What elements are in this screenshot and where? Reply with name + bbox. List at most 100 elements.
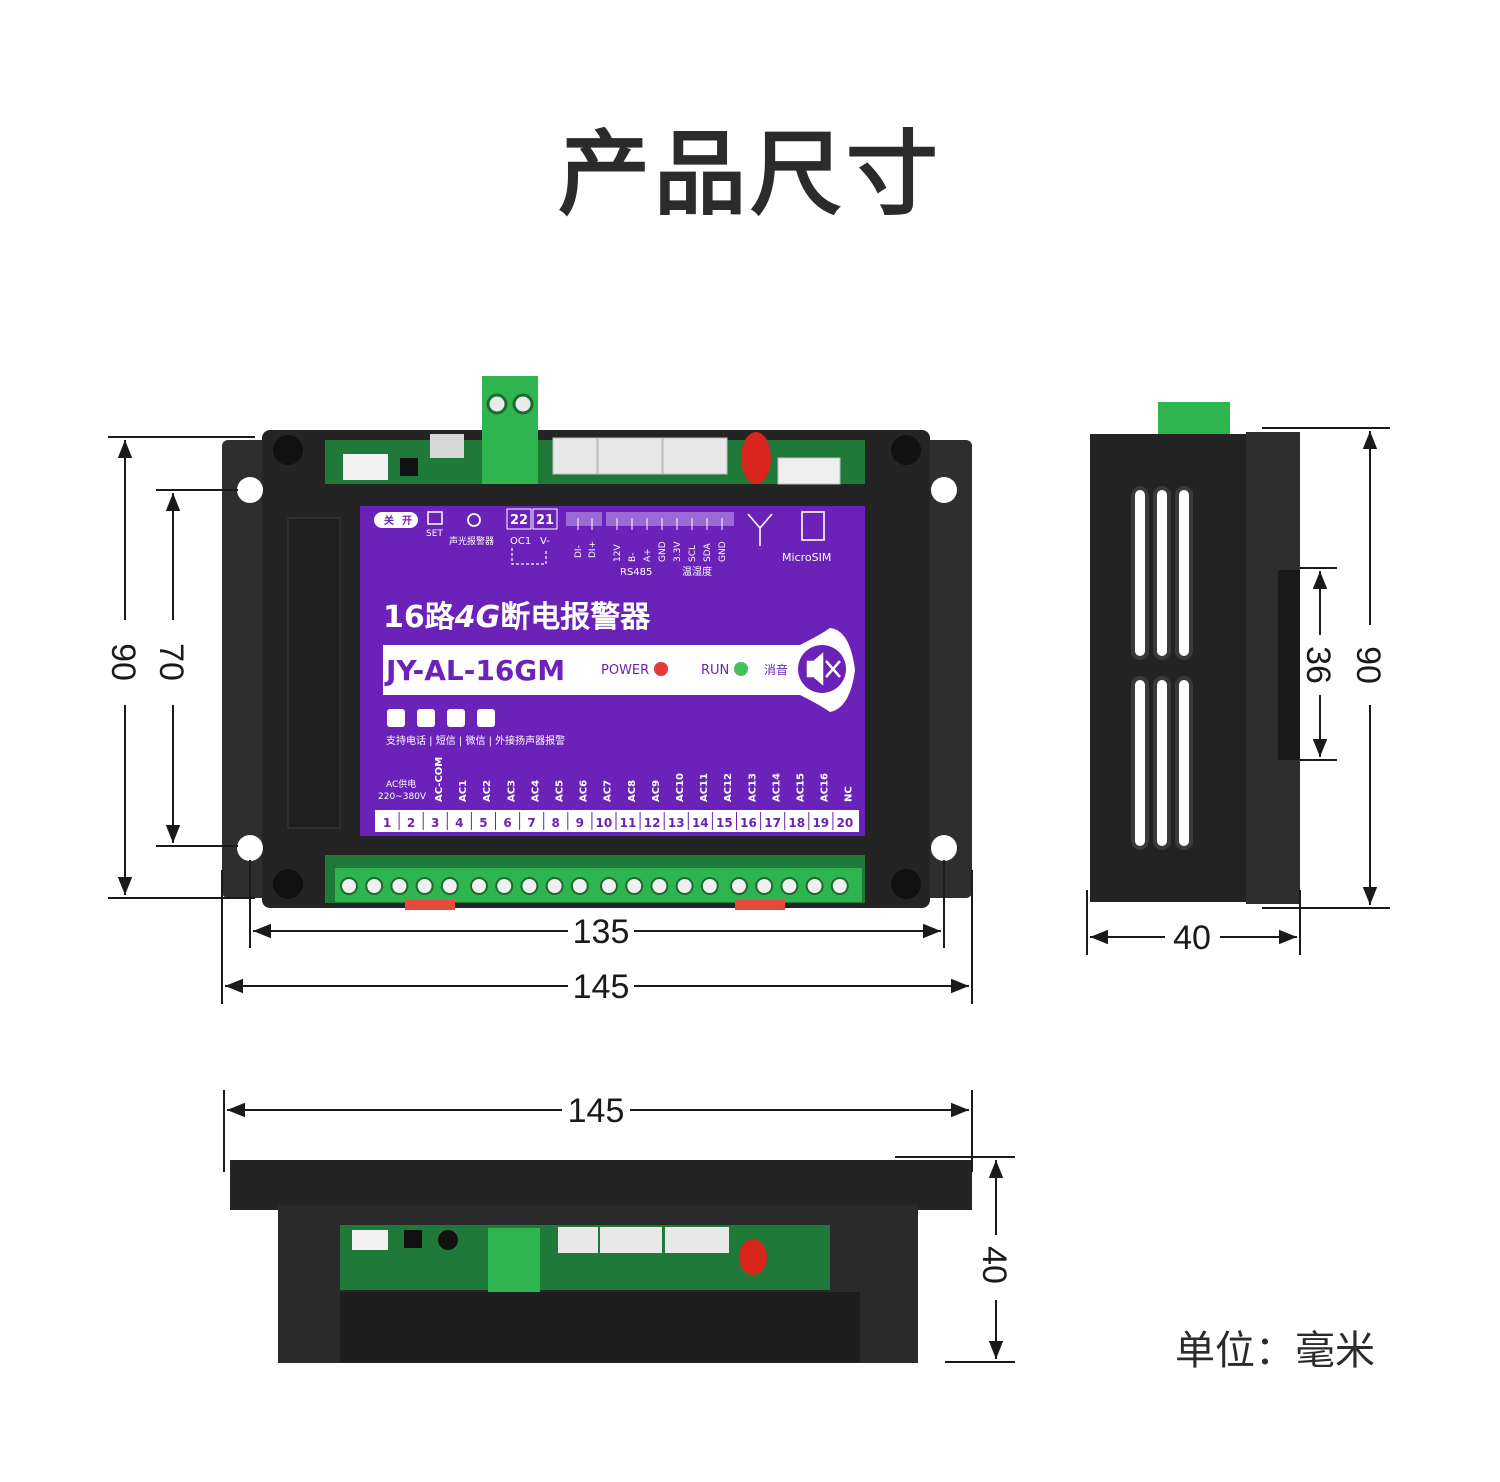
switch-off-label: 关 <box>384 514 394 527</box>
mute-icon <box>806 652 841 686</box>
dimension-values: 90 70 135 145 90 36 40 145 40 <box>104 643 1387 1284</box>
terminal-number: 10 <box>596 816 613 830</box>
terminal-label: AC9 <box>651 780 662 802</box>
terminal-screw <box>545 877 564 895</box>
bottom-antenna-led <box>739 1239 767 1275</box>
sim-label: MicroSIM <box>782 551 831 564</box>
io-pin-label: GND <box>718 541 728 562</box>
top-terminal-block <box>482 376 538 484</box>
terminal-label: AC6 <box>579 780 590 802</box>
terminal-label: AC1 <box>458 780 469 802</box>
terminal-number: 16 <box>740 816 757 830</box>
model-number: JY-AL-16GM <box>384 654 565 687</box>
terminal-screw <box>365 877 384 895</box>
terminal-label: AC16 <box>820 773 831 802</box>
dim-bottom-depth: 40 <box>975 1246 1013 1284</box>
wechat-icon <box>447 709 465 727</box>
terminal-label: AC15 <box>796 773 807 802</box>
dim-front-mount-width: 135 <box>573 913 630 951</box>
terminal-number: 7 <box>527 816 535 830</box>
terminal-number: 17 <box>764 816 781 830</box>
io-pin-label: SCL <box>688 545 698 562</box>
terminal-screw <box>650 877 669 895</box>
terminal-screw <box>830 877 849 895</box>
run-led <box>734 662 748 676</box>
terminal-number: 2 <box>407 816 415 830</box>
terminal-label: NC <box>844 786 855 802</box>
terminal-screw <box>390 877 409 895</box>
antenna-led <box>741 432 771 484</box>
dim-bottom-width: 145 <box>568 1092 625 1130</box>
set-icon <box>427 511 443 525</box>
sim-icon <box>801 511 825 541</box>
run-label: RUN <box>701 663 729 678</box>
page-title: 产品尺寸 <box>557 121 942 228</box>
side-view <box>1090 402 1300 904</box>
alarm-icon <box>467 513 481 527</box>
terminal-number: 3 <box>431 816 439 830</box>
di-pin-label: DI+ <box>588 541 598 558</box>
terminal-number: 1 <box>383 816 391 830</box>
terminal-label: AC10 <box>675 773 686 802</box>
terminal-number: 9 <box>576 816 584 830</box>
terminal-screw <box>440 877 459 895</box>
terminal-label: AC8 <box>627 780 638 802</box>
terminal-screw <box>730 877 748 895</box>
ac-supply-voltage: 220~380V <box>378 792 427 802</box>
io-pin-label: B- <box>628 553 638 562</box>
terminal-screw <box>470 877 488 895</box>
io-pin-label: 3.3V <box>673 541 683 562</box>
mount-hole <box>237 477 263 503</box>
ac-supply-label: AC供电 <box>386 778 416 790</box>
alarm-label: 声光报警器 <box>449 535 494 547</box>
terminal-number: 8 <box>552 816 560 830</box>
bottom-housing-top <box>230 1160 972 1210</box>
terminal-screws <box>340 877 849 895</box>
terminal-number: 5 <box>479 816 487 830</box>
mount-hole <box>237 835 263 861</box>
v-minus-label: V- <box>540 536 550 547</box>
dim-front-height: 90 <box>104 643 142 681</box>
product-name: 16路4G断电报警器 <box>383 600 651 635</box>
dim-side-depth: 40 <box>1173 919 1211 957</box>
unit-label: 单位：毫米 <box>1175 1328 1375 1374</box>
di-pin-label: DI- <box>574 545 584 558</box>
speaker-icon <box>477 709 495 727</box>
terminal-screw <box>675 877 694 895</box>
dim-side-rail: 36 <box>1299 646 1337 684</box>
terminal-number: 14 <box>692 816 709 830</box>
dim-front-width: 145 <box>573 968 630 1006</box>
antenna-icon <box>747 513 773 546</box>
terminal-screw <box>570 877 589 895</box>
io-pin-label: 12V <box>613 544 623 562</box>
terminal-screw <box>415 877 434 895</box>
terminal-label: AC7 <box>603 780 614 802</box>
power-label: POWER <box>601 663 649 678</box>
terminal-label: AC11 <box>699 773 710 802</box>
terminal-number: 4 <box>455 816 463 830</box>
terminal-number: 19 <box>812 816 829 830</box>
oc-number-22: 22 <box>510 513 528 528</box>
mount-hole <box>931 835 957 861</box>
terminal-label: AC3 <box>506 780 517 802</box>
sensor-label: 温湿度 <box>682 565 712 578</box>
terminal-label: AC4 <box>530 780 541 802</box>
phone-icon <box>387 709 405 727</box>
terminal-number: 18 <box>788 816 805 830</box>
sms-icon <box>417 709 435 727</box>
switch-on-label: 开 <box>402 515 412 527</box>
io-pin-label: SDA <box>703 543 713 562</box>
terminal-screw <box>755 877 774 895</box>
terminal-screw <box>600 877 618 895</box>
power-led <box>654 662 668 676</box>
terminal-number: 11 <box>620 816 637 830</box>
bottom-terminal <box>488 1228 540 1302</box>
bottom-view <box>230 1160 972 1363</box>
io-pin-label: GND <box>658 541 668 562</box>
terminal-number: 12 <box>644 816 661 830</box>
terminal-number: 13 <box>668 816 685 830</box>
set-label: SET <box>426 529 443 539</box>
terminal-number: 6 <box>503 816 511 830</box>
io-pin-label: A+ <box>643 548 653 562</box>
